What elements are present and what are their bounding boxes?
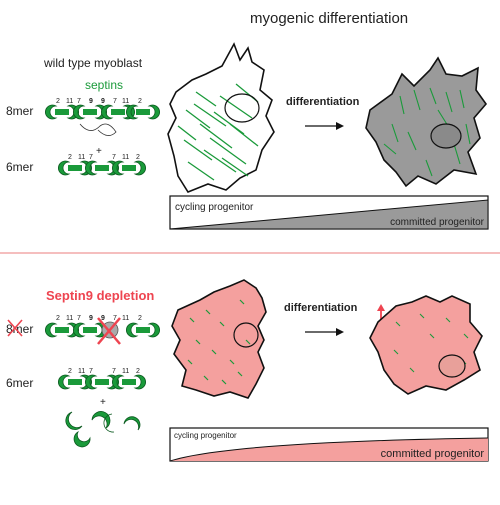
septin9-depletion-label: Septin9 depletion [46, 288, 155, 303]
top-hexamer-numbers: 2 11 7 7 11 2 [68, 154, 140, 161]
bottom-hexamer-numbers: 2 11 7 7 11 2 [68, 368, 140, 375]
top-progenitor-bar [169, 195, 489, 230]
svg-text:7: 7 [89, 154, 93, 161]
top-differentiation-label: differentiation [286, 96, 360, 108]
top-octamer [44, 104, 161, 136]
bottom-differentiated-nucleus [438, 354, 466, 378]
svg-text:11: 11 [122, 368, 129, 375]
bottom-octamer-numbers: 2 11 7 9 9 7 11 2 [56, 315, 142, 322]
bottom-differentiated-dots [393, 313, 469, 373]
bottom-differentiated-cell [369, 295, 483, 395]
svg-text:9: 9 [101, 98, 105, 105]
top-plus-sign: + [96, 146, 102, 157]
top-6mer-label: 6mer [6, 160, 34, 174]
svg-text:11: 11 [78, 154, 85, 161]
svg-text:7: 7 [113, 315, 117, 322]
bottom-cycling-progenitor-label: cycling progenitor [174, 431, 237, 440]
top-octamer-numbers: 2 11 7 9 9 7 11 2 [56, 98, 142, 105]
svg-text:9: 9 [89, 315, 93, 322]
bottom-8mer-cross-mark [7, 319, 23, 337]
svg-text:11: 11 [78, 368, 85, 375]
bottom-committed-progenitor-label: committed progenitor [381, 448, 485, 460]
svg-text:2: 2 [138, 315, 142, 322]
svg-text:7: 7 [112, 368, 116, 375]
top-differentiated-cell [365, 56, 488, 188]
top-committed-progenitor-label: committed progenitor [390, 217, 485, 228]
svg-text:2: 2 [136, 154, 140, 161]
bottom-hexamer [57, 374, 147, 390]
svg-text:7: 7 [112, 154, 116, 161]
top-myoblast-cell [167, 42, 275, 193]
disassembled-subunits [65, 411, 141, 448]
svg-text:9: 9 [89, 98, 93, 105]
svg-text:7: 7 [113, 98, 117, 105]
svg-text:11: 11 [122, 315, 129, 322]
svg-text:7: 7 [77, 315, 81, 322]
wild-type-label: wild type myoblast [44, 56, 143, 70]
svg-text:7: 7 [89, 368, 93, 375]
bottom-nucleus [233, 322, 259, 348]
top-differentiated-nucleus [430, 123, 462, 149]
svg-text:2: 2 [56, 98, 60, 105]
svg-text:11: 11 [66, 315, 73, 322]
septins-label: septins [85, 78, 124, 92]
top-myoblast-filaments [177, 83, 259, 181]
svg-text:2: 2 [138, 98, 142, 105]
svg-text:2: 2 [68, 368, 72, 375]
top-differentiated-filaments [383, 87, 471, 177]
svg-text:11: 11 [122, 98, 129, 105]
svg-text:11: 11 [122, 154, 129, 161]
bottom-myoblast-cell [171, 279, 267, 399]
top-nucleus [224, 93, 260, 123]
svg-text:2: 2 [136, 368, 140, 375]
bottom-octamer [44, 317, 161, 345]
svg-text:7: 7 [77, 98, 81, 105]
top-8mer-label: 8mer [6, 104, 34, 118]
bottom-6mer-label: 6mer [6, 376, 34, 390]
bottom-plus-sign: + [100, 397, 106, 408]
bottom-myoblast-dots [187, 299, 251, 385]
svg-text:9: 9 [101, 315, 105, 322]
svg-text:2: 2 [56, 315, 60, 322]
svg-text:2: 2 [68, 154, 72, 161]
bottom-progenitor-bar [169, 427, 489, 462]
svg-text:11: 11 [66, 98, 73, 105]
figure-title: myogenic differentiation [250, 10, 409, 27]
bottom-differentiation-label: differentiation [284, 302, 358, 314]
top-cycling-progenitor-label: cycling progenitor [175, 202, 254, 213]
top-hexamer: + [57, 146, 147, 176]
